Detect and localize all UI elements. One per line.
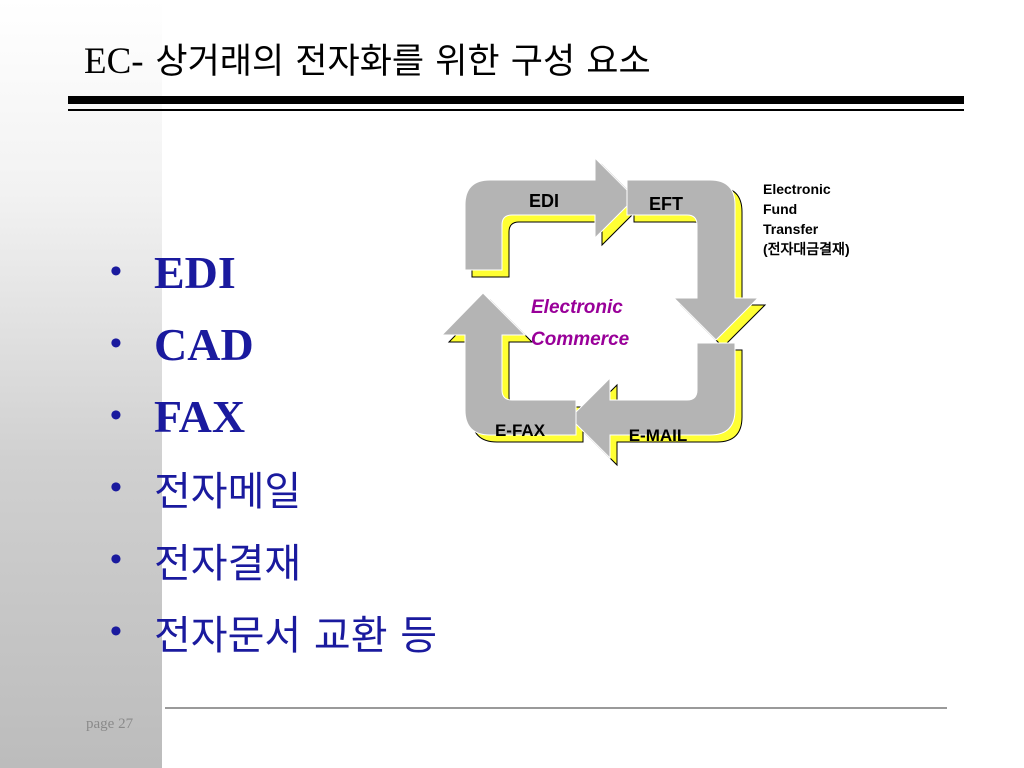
note-line: (전자대금결재) — [763, 241, 850, 257]
email-label: E-MAIL — [629, 426, 688, 445]
title-rule-thin — [68, 109, 964, 111]
bullet-marker: • — [110, 253, 122, 290]
footer-rule — [165, 707, 947, 709]
note-line: Transfer — [763, 221, 819, 237]
bullet-marker: • — [110, 541, 122, 578]
bullet-text: EDI — [154, 246, 236, 298]
eft-note: Electronic Fund Transfer (전자대금결재) — [763, 179, 850, 259]
bullet-text: 전자문서 교환 등 — [154, 613, 438, 659]
bullet-item: • CAD — [110, 308, 437, 380]
bullet-text: 전자메일 — [154, 469, 302, 515]
slide-title: EC- 상거래의 전자화를 위한 구성 요소 — [84, 42, 651, 80]
efax-label: E-FAX — [495, 421, 546, 440]
ec-cycle-diagram: EDI EFT E-FAX E-MAIL Electronic Commerce — [441, 157, 766, 466]
bullet-item: • 전자문서 교환 등 — [110, 596, 437, 668]
title-korean: 상거래의 전자화를 위한 구성 요소 — [155, 42, 651, 82]
note-line: Fund — [763, 201, 798, 217]
bullet-item: • EDI — [110, 236, 437, 308]
title-rule-thick — [68, 96, 964, 104]
edi-label: EDI — [529, 191, 559, 211]
center-label-line1: Electronic — [531, 297, 623, 318]
bullet-text: CAD — [154, 318, 254, 370]
bullet-text: 전자결재 — [154, 541, 302, 587]
page-number: page 27 — [86, 716, 134, 732]
bullet-marker: • — [110, 469, 122, 506]
bullet-item: • 전자메일 — [110, 452, 437, 524]
bullet-marker: • — [110, 397, 122, 434]
center-label-line2: Commerce — [531, 329, 630, 350]
title-prefix: EC- — [84, 41, 144, 82]
bullet-item: • FAX — [110, 380, 437, 452]
bullet-marker: • — [110, 325, 122, 362]
bullet-item: • 전자결재 — [110, 524, 437, 596]
left-gradient-band — [0, 0, 162, 768]
note-line: Electronic — [763, 181, 831, 197]
bullet-text: FAX — [154, 390, 246, 442]
bullet-list: • EDI • CAD • FAX • 전자메일 • 전자결재 • 전자문서 교… — [110, 236, 437, 668]
eft-label: EFT — [649, 194, 683, 214]
bullet-marker: • — [110, 613, 122, 650]
